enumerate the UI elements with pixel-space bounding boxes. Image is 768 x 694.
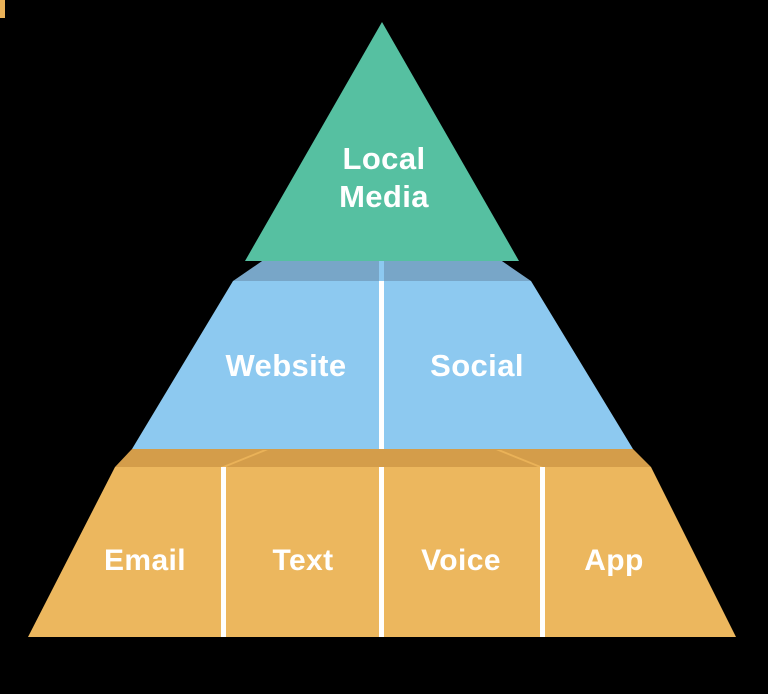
segment-label-local-media-line1: Local	[342, 141, 426, 176]
segment-label-app: App	[584, 544, 644, 577]
divider-website-social	[379, 281, 384, 449]
tier-bottom-top-center-seam	[0, 0, 5, 18]
segment-label-local-media: Local Media	[339, 140, 429, 216]
segment-label-email: Email	[103, 544, 187, 577]
segment-label-text: Text	[272, 544, 334, 577]
segment-label-social: Social	[430, 348, 524, 383]
segment-label-voice: Voice	[421, 544, 501, 577]
divider-voice-app	[540, 467, 545, 637]
tier-middle-top-center-seam	[379, 259, 384, 281]
divider-text-voice	[379, 467, 384, 637]
segment-label-local-media-line2: Media	[339, 179, 429, 214]
divider-email-text	[221, 467, 226, 637]
segment-label-website: Website	[225, 348, 347, 383]
